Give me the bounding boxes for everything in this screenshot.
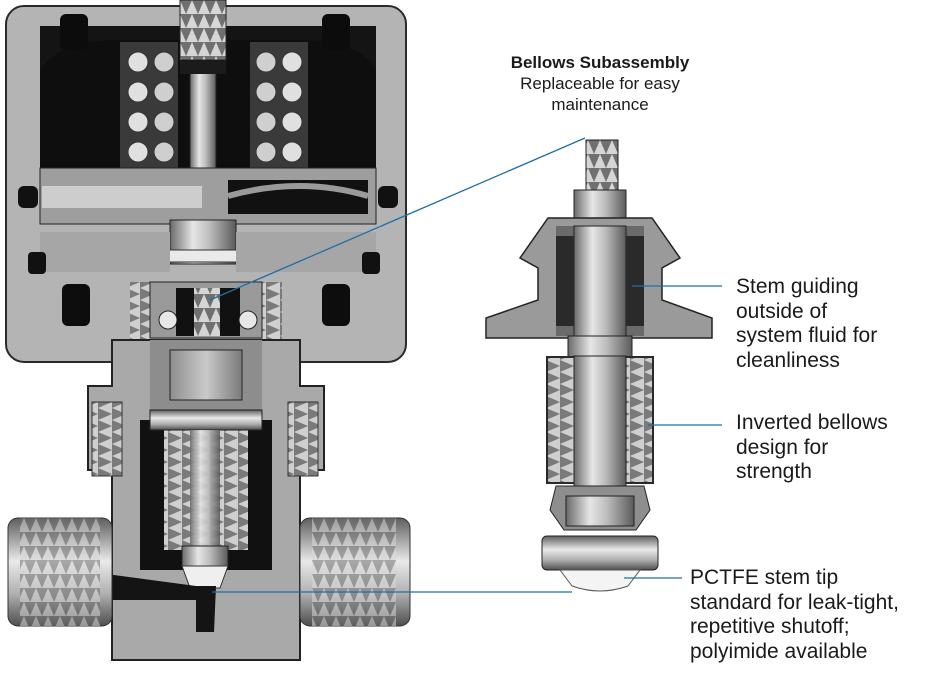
callout-text-line: Stem guiding — [736, 275, 859, 298]
callout-text-line: polyimide available — [690, 639, 868, 663]
end-fitting-left — [7, 517, 113, 627]
callout-text-line: system fluid for — [736, 324, 878, 347]
callout-inverted-bellows: Inverted bellows design for strength — [736, 411, 936, 485]
callout-text-line: PCTFE stem tip — [690, 566, 839, 589]
bellows-subassembly — [485, 139, 713, 592]
callout-text-line: standard for leak-tight, — [690, 590, 899, 614]
leader-lines — [209, 137, 722, 593]
spring-left — [120, 42, 178, 172]
callout-stem-tip: PCTFE stem tip standard for leak-tight, … — [690, 566, 936, 664]
subassembly-bellows — [546, 355, 654, 487]
leader-line-subassembly — [209, 137, 586, 301]
subassembly-subtitle-line1: Replaceable for easy — [520, 74, 680, 93]
subassembly-label: Bellows Subassembly Replaceable for easy… — [462, 52, 738, 115]
callout-text-line: cleanliness — [736, 348, 840, 372]
subassembly-subtitle-line2: maintenance — [551, 95, 649, 114]
subassembly-stem-tip — [559, 569, 641, 592]
valve-body-cutaway — [5, 0, 411, 661]
spring-right — [250, 42, 308, 172]
callout-text-line: outside of — [736, 299, 828, 323]
callout-stem-guiding: Stem guiding outside of system fluid for… — [736, 275, 936, 373]
callout-text-line: repetitive shutoff; — [690, 615, 850, 638]
end-fitting-right — [299, 517, 411, 627]
callout-text-line: Inverted bellows — [736, 411, 888, 434]
top-thread — [179, 0, 227, 61]
callout-text-line: design for — [736, 435, 829, 459]
callout-text-line: strength — [736, 460, 812, 483]
subassembly-title: Bellows Subassembly — [510, 53, 690, 72]
